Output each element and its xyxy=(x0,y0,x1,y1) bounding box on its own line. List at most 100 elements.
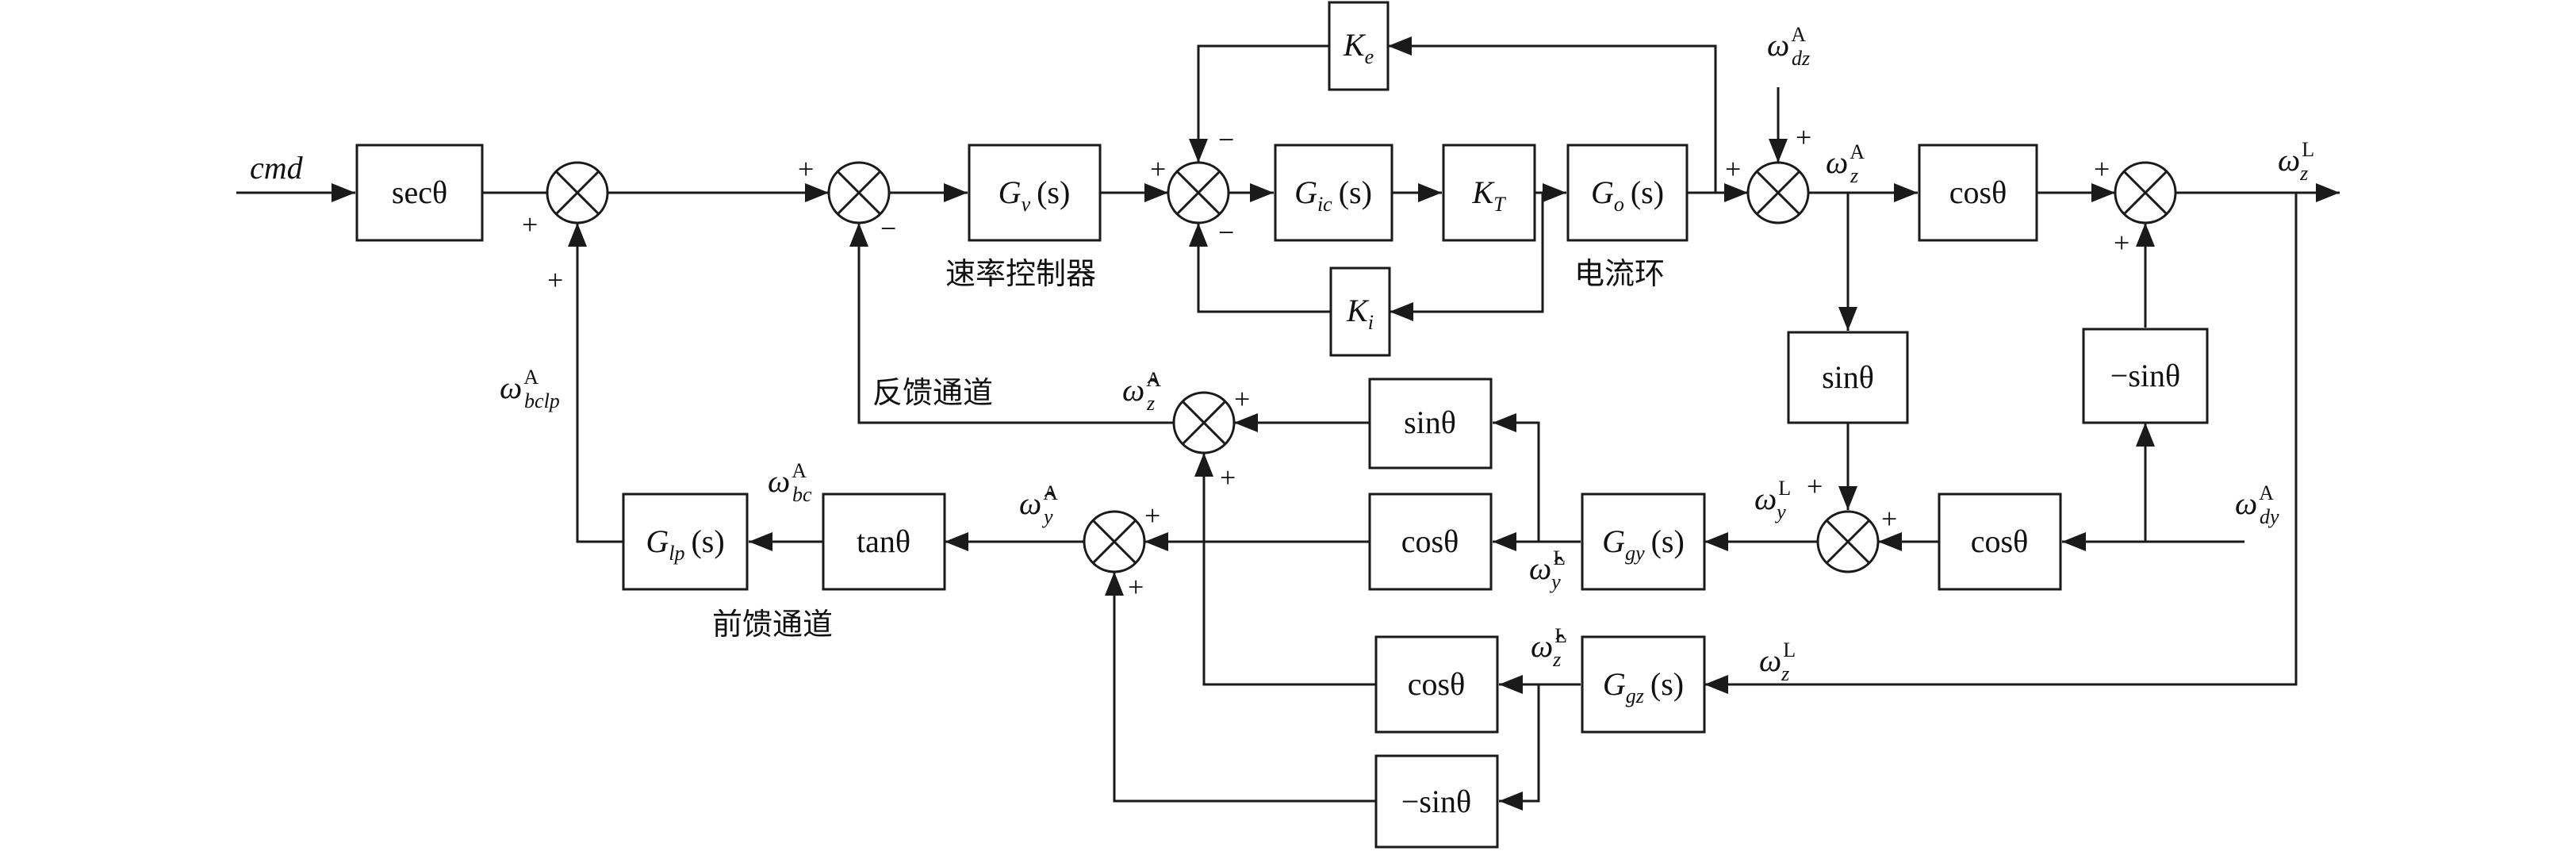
block-ggy: Ggy(s) xyxy=(1581,493,1706,591)
sign-plus: + xyxy=(1144,500,1160,531)
sum-junction-2 xyxy=(827,161,891,224)
wire-wzl-ggz xyxy=(1704,193,2298,686)
arrowhead xyxy=(805,183,829,202)
arrowhead xyxy=(1418,183,1442,202)
sign-plus: + xyxy=(1234,383,1250,415)
sum-junction-8 xyxy=(1083,510,1146,573)
arrowhead xyxy=(2136,423,2155,447)
sum-junction-7 xyxy=(1172,391,1236,454)
junction-signs: + + + − + − − + + + + + + + + + + xyxy=(522,121,2129,603)
sign-minus: − xyxy=(880,213,896,244)
sum-junction-3 xyxy=(1167,161,1230,224)
sign-plus: + xyxy=(2114,227,2129,259)
block-cos-fb-label: cosθ xyxy=(1401,523,1459,559)
block-glp: Glp(s) xyxy=(622,493,749,591)
block-gic-label: Gic(s) xyxy=(1294,174,1372,216)
arrowhead xyxy=(1878,532,1902,551)
arrowhead xyxy=(1493,413,1516,432)
arrowhead xyxy=(1499,675,1523,694)
label-feedforward-channel: 前馈通道 xyxy=(712,607,833,642)
arrowhead xyxy=(1390,302,1413,321)
wire-negsinbot-sum8 xyxy=(1113,572,1376,803)
arrowhead xyxy=(849,223,868,247)
block-cos-right: cosθ xyxy=(1938,493,2062,591)
block-ke-label: Ke xyxy=(1343,27,1374,68)
sign-plus: + xyxy=(1796,121,1811,153)
block-kt-label: KT xyxy=(1471,174,1506,216)
block-cos-fb: cosθ xyxy=(1368,493,1493,591)
block-ke: Ke xyxy=(1328,1,1390,91)
arrowhead xyxy=(1234,413,1258,432)
wire-cosbot-sum7 xyxy=(1202,453,1376,686)
arrowhead xyxy=(1543,183,1566,202)
arrowhead xyxy=(1493,532,1516,551)
block-sin-mid-label: sinθ xyxy=(1822,359,1874,395)
arrowhead xyxy=(1189,139,1208,163)
sum-junction-1 xyxy=(546,161,609,224)
arrowhead xyxy=(1189,223,1208,247)
block-go: Go(s) xyxy=(1566,144,1689,242)
block-sin-fb: sinθ xyxy=(1368,378,1493,470)
arrowhead xyxy=(568,223,587,247)
sign-plus: + xyxy=(522,209,538,240)
block-cos-bot: cosθ xyxy=(1374,635,1499,734)
sign-minus: − xyxy=(1218,124,1234,155)
arrowhead xyxy=(1704,532,1728,551)
sign-plus: + xyxy=(1881,503,1897,535)
label-feedback-channel: 反馈通道 xyxy=(872,375,993,410)
sign-plus: + xyxy=(1725,153,1741,185)
cmd-input-label: cmd xyxy=(250,150,304,186)
block-tan-label: tanθ xyxy=(857,523,910,559)
arrowhead xyxy=(2316,183,2340,202)
wire-ke-feedback xyxy=(1388,44,1717,193)
arrowhead xyxy=(2062,532,2086,551)
arrowhead xyxy=(1838,486,1857,510)
arrowhead xyxy=(945,532,968,551)
block-cos-right-label: cosθ xyxy=(1971,523,2028,559)
arrowhead xyxy=(1499,792,1523,811)
block-gic: Gic(s) xyxy=(1274,144,1393,242)
block-ki: Ki xyxy=(1329,266,1391,357)
arrowhead xyxy=(1704,675,1728,694)
arrowhead xyxy=(1105,572,1124,596)
block-gv: Gv(s) xyxy=(968,144,1102,242)
block-sin-mid: sinθ xyxy=(1787,331,1909,424)
block-ki-label: Ki xyxy=(1346,293,1374,334)
arrowhead xyxy=(1388,36,1412,56)
block-cos-top: cosθ xyxy=(1918,144,2038,242)
arrowheads xyxy=(332,36,2340,811)
sign-minus: − xyxy=(1218,217,1234,248)
arrowhead xyxy=(944,183,968,202)
wire-ki-sum3 xyxy=(1197,223,1331,313)
sign-plus: + xyxy=(1150,153,1166,185)
block-negsin-bot: −sinθ xyxy=(1374,754,1499,849)
sum-junction-4 xyxy=(1746,161,1810,224)
wire-glp-sum1 xyxy=(576,223,623,543)
arrowhead xyxy=(332,183,355,202)
block-gv-label: Gv(s) xyxy=(999,174,1071,216)
arrowhead xyxy=(1838,307,1857,331)
sign-plus: + xyxy=(1128,571,1144,603)
sign-plus: + xyxy=(2094,153,2110,185)
block-kt: KT xyxy=(1442,144,1536,242)
arrowhead xyxy=(1894,183,1918,202)
wire-ggz-negsinbot xyxy=(1499,684,1540,803)
arrowhead xyxy=(749,532,772,551)
block-negsin-right-label: −sinθ xyxy=(2110,358,2180,393)
block-sin-fb-label: sinθ xyxy=(1404,404,1456,440)
block-ggy-label: Ggy(s) xyxy=(1602,523,1685,565)
block-ggz-label: Ggz(s) xyxy=(1603,666,1684,707)
arrowhead xyxy=(1250,183,1274,202)
arrowhead xyxy=(1194,453,1213,477)
block-sec: secθ xyxy=(355,144,484,242)
